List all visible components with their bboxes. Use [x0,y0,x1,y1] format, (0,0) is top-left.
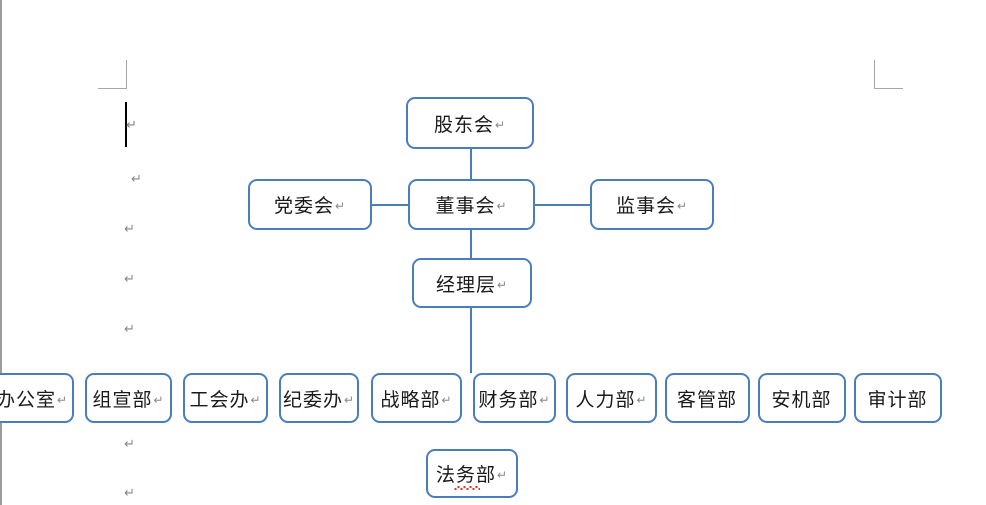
node-label: 法务部 [435,465,496,486]
connector-board-to-supervisory [534,204,590,206]
margin-corner-mark-top-right [874,60,903,89]
node-label: 监事会 [615,196,676,217]
paragraph-mark: ↵ [153,392,165,407]
node-label: 战略部 [380,389,441,411]
margin-corner-mark-top-left [98,60,127,89]
paragraph-mark: ↵ [494,117,507,132]
node-label: 审计部 [867,389,928,411]
paragraph-mark: ↵ [539,392,551,407]
node-department-legal[interactable]: 法务部↵ [426,449,518,498]
paragraph-mark: ↵ [334,199,347,213]
text-caret [125,102,127,147]
node-party-committee[interactable]: 党委会↵ [248,179,372,230]
node-label: 组宣部 [92,389,153,411]
paragraph-mark: ↵ [343,392,356,407]
node-department-customer-management[interactable]: 客管部 [665,373,750,423]
paragraph-mark: ↵ [676,199,689,213]
node-label: 安机部 [771,389,832,411]
paragraph-mark: ↵ [126,117,137,132]
node-label: 党委会 [273,196,334,217]
paragraph-mark: ↵ [124,221,135,236]
node-supervisory-board[interactable]: 监事会↵ [590,179,714,230]
node-department-organization-publicity[interactable]: 组宣部↵ [85,373,172,423]
node-shareholders[interactable]: 股东会↵ [406,97,534,149]
node-management[interactable]: 经理层↵ [412,258,532,308]
paragraph-mark: ↵ [496,199,508,213]
paragraph-mark: ↵ [496,468,509,482]
paragraph-mark: ↵ [636,392,648,407]
node-label: 客管部 [676,389,737,411]
node-department-strategy[interactable]: 战略部↵ [371,373,462,423]
paragraph-mark: ↵ [441,392,453,407]
node-label: 董事会 [435,196,496,217]
node-department-human-resources[interactable]: 人力部↵ [566,373,657,423]
paragraph-mark: ↵ [56,392,69,407]
node-department-finance[interactable]: 财务部↵ [473,373,556,423]
connector-management-to-departments [470,307,472,373]
paragraph-mark: ↵ [124,485,135,500]
connector-board-to-management [470,229,472,259]
node-department-safety-equipment[interactable]: 安机部 [758,373,846,423]
paragraph-mark: ↵ [124,321,135,336]
paragraph-mark: ↵ [131,171,142,186]
node-label: 纪委办 [282,389,343,411]
paragraph-mark: ↵ [250,392,262,407]
node-label: 财务部 [478,389,539,411]
document-left-edge [0,0,2,505]
spellcheck-underline [453,486,480,490]
node-department-audit[interactable]: 审计部 [854,373,942,423]
connector-shareholders-to-board [470,147,472,179]
node-label: 人力部 [575,389,636,411]
node-department-office[interactable]: 办公室↵ [0,373,74,423]
node-label: 经理层 [435,274,496,296]
node-department-discipline-office[interactable]: 纪委办↵ [279,373,359,423]
connector-party-to-board [371,204,408,206]
node-label: 工会办 [189,389,250,411]
paragraph-mark: ↵ [124,271,135,286]
node-board-of-directors[interactable]: 董事会↵ [408,179,535,230]
node-label: 办公室 [0,389,56,411]
paragraph-mark: ↵ [124,436,135,451]
paragraph-mark: ↵ [496,277,509,292]
node-label: 股东会 [433,114,494,136]
node-department-union-office[interactable]: 工会办↵ [183,373,268,423]
